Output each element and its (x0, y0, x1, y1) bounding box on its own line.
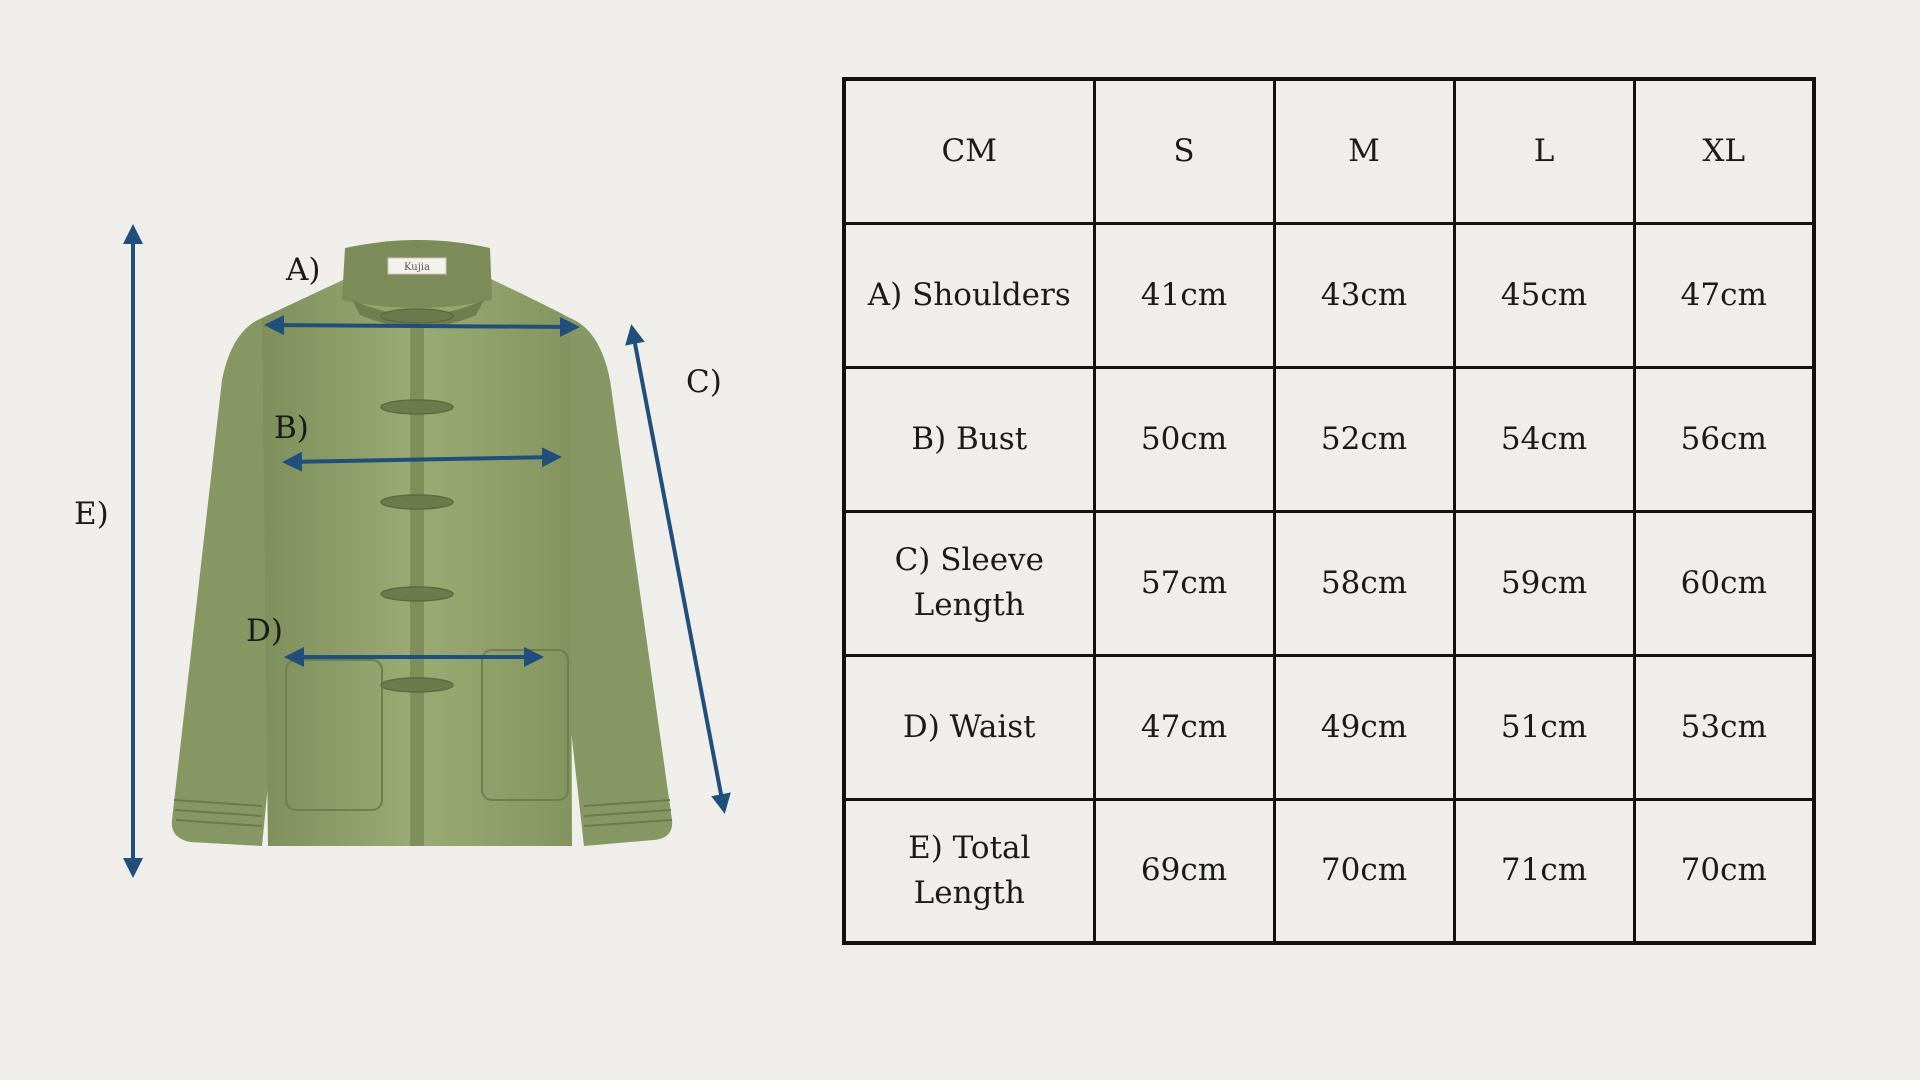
table-cell: 57cm (1092, 509, 1276, 657)
table-cell: 56cm (1632, 365, 1816, 513)
row-label-total-length: E) Total Length (842, 797, 1096, 945)
table-cell: 52cm (1272, 365, 1456, 513)
row-label-waist: D) Waist (842, 653, 1096, 801)
table-cell: 45cm (1452, 221, 1636, 369)
size-chart-table: CM S M L XL A) Shoulders 41cm 43cm 45cm … (842, 77, 1816, 945)
jacket-placket (410, 312, 424, 846)
label-d: D) (246, 613, 283, 649)
table-row: C) Sleeve Length 57cm 58cm 59cm 60cm (842, 509, 1816, 657)
table-cell: 43cm (1272, 221, 1456, 369)
table-header-row: CM S M L XL (842, 77, 1816, 225)
table-cell: 41cm (1092, 221, 1276, 369)
row-label-shoulders: A) Shoulders (842, 221, 1096, 369)
header-cell-unit: CM (842, 77, 1096, 225)
table-cell: 71cm (1452, 797, 1636, 945)
table-cell: 49cm (1272, 653, 1456, 801)
table-cell: 69cm (1092, 797, 1276, 945)
table-cell: 53cm (1632, 653, 1816, 801)
arrow-sleeve-length (625, 324, 731, 814)
jacket-measurement-diagram: Kujia A) B) C) D) E) (74, 224, 731, 878)
table-cell: 47cm (1092, 653, 1276, 801)
table-cell: 59cm (1452, 509, 1636, 657)
arrow-bust (282, 447, 562, 472)
label-b: B) (274, 410, 309, 446)
header-cell-m: M (1272, 77, 1456, 225)
header-cell-l: L (1452, 77, 1636, 225)
arrow-shoulders (264, 315, 580, 337)
table-cell: 54cm (1452, 365, 1636, 513)
table-cell: 70cm (1632, 797, 1816, 945)
table-cell: 50cm (1092, 365, 1276, 513)
table-cell: 60cm (1632, 509, 1816, 657)
label-a: A) (285, 252, 320, 288)
jacket-illustration: Kujia (171, 240, 673, 846)
table-cell: 70cm (1272, 797, 1456, 945)
left-sleeve (171, 318, 290, 846)
brand-tag (387, 257, 447, 275)
table-row: D) Waist 47cm 49cm 51cm 53cm (842, 653, 1816, 801)
table-cell: 47cm (1632, 221, 1816, 369)
row-label-bust: B) Bust (842, 365, 1096, 513)
header-cell-s: S (1092, 77, 1276, 225)
table-cell: 51cm (1452, 653, 1636, 801)
header-cell-xl: XL (1632, 77, 1816, 225)
table-cell: 58cm (1272, 509, 1456, 657)
brand-tag-text: Kujia (404, 262, 430, 273)
table-row: A) Shoulders 41cm 43cm 45cm 47cm (842, 221, 1816, 369)
table-row: E) Total Length 69cm 70cm 71cm 70cm (842, 797, 1816, 945)
table-row: B) Bust 50cm 52cm 54cm 56cm (842, 365, 1816, 513)
row-label-sleeve-length: C) Sleeve Length (842, 509, 1096, 657)
label-e: E) (74, 496, 109, 532)
label-c: C) (686, 364, 722, 400)
